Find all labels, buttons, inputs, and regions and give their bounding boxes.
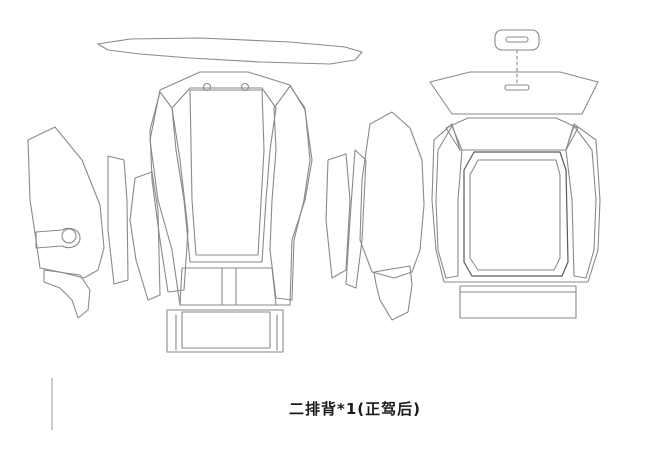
headrest-tag xyxy=(494,29,540,51)
headrest-hole-right xyxy=(240,82,250,92)
left-side-inset xyxy=(35,227,81,249)
center-back-bottom-split xyxy=(221,267,237,306)
right-body-left-bolster xyxy=(435,125,463,279)
right-body-right-bolster xyxy=(565,125,597,279)
right-side-panel xyxy=(359,111,425,279)
right-mid-trapezoid xyxy=(445,117,579,151)
center-left-bolster xyxy=(149,91,189,293)
top-strip-panel xyxy=(97,37,363,65)
headrest-tag-slot xyxy=(505,36,529,43)
right-bottom-box xyxy=(459,285,577,319)
center-back-insert xyxy=(189,89,265,256)
center-lower-box-ticks xyxy=(175,314,278,351)
center-back-inner xyxy=(171,87,277,263)
right-strip-a xyxy=(325,153,351,279)
center-back-bottom xyxy=(179,267,277,306)
right-body-inner xyxy=(463,151,569,277)
right-top-trapezoid xyxy=(429,71,599,115)
diagram-caption: 二排背*1(正驾后) xyxy=(289,400,421,418)
headrest-hole-left xyxy=(202,82,212,92)
center-lower-box-inner xyxy=(181,311,271,349)
center-back-outer xyxy=(149,71,313,306)
right-body-outer xyxy=(431,123,601,283)
left-side-hole xyxy=(61,228,77,244)
headrest-slot xyxy=(504,84,530,91)
right-bottom-flap xyxy=(373,265,413,321)
right-body-insert xyxy=(469,159,561,271)
left-strip-b xyxy=(129,171,161,301)
left-strip-a xyxy=(107,155,129,285)
left-bottom-flap xyxy=(43,269,91,319)
center-right-bolster xyxy=(269,85,311,301)
center-lower-box xyxy=(166,309,284,353)
right-strip-b xyxy=(345,149,367,289)
left-side-panel xyxy=(27,126,105,279)
